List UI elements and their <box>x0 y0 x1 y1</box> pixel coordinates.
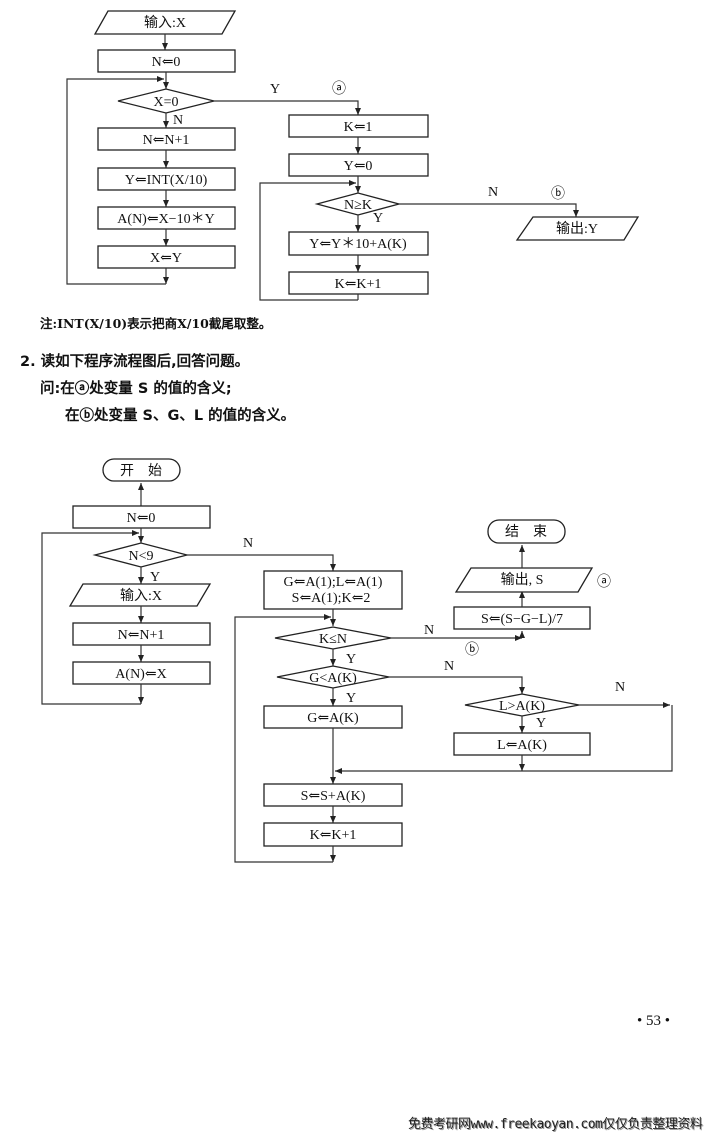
fc1-mark-b: ⓑ <box>551 186 565 202</box>
fc1-x0-yes: Y <box>270 82 280 97</box>
fc1-output-y-label: 输出:Y <box>556 221 598 237</box>
fc1-n-init-label: N⇐0 <box>152 55 181 70</box>
fc2-init-line1: G⇐A(1);L⇐A(1) <box>284 575 383 590</box>
fc2-kn-no: N <box>424 623 434 638</box>
fc2-init-block <box>263 570 403 610</box>
question-title: 2. 读如下程序流程图后,回答问题。 <box>20 354 250 370</box>
fc2-start-label: 开 始 <box>120 463 162 479</box>
fc2-s-add-label: S⇐S+A(K) <box>301 789 366 804</box>
fc1-y-init-label: Y⇐0 <box>344 159 373 174</box>
fc1-nk-yes: Y <box>373 211 383 226</box>
fc2-s-calc-label: S⇐(S−G−L)/7 <box>481 612 563 627</box>
fc1-mark-a: ⓐ <box>332 81 346 97</box>
fc1-loop-line <box>66 76 166 285</box>
fc1-yes-line <box>214 100 361 115</box>
fc2-mark-b: ⓑ <box>465 642 479 658</box>
fc1-y-calc-label: Y⇐Y＊10+A(K) <box>309 237 407 252</box>
fc2-main-loop-line <box>234 614 333 863</box>
fc1-cond-x0-label: X=0 <box>153 95 178 110</box>
fc2-output-s-label: 输出, S <box>501 572 544 588</box>
footer-watermark: 免费考研网www.freekaoyan.com仅仅负责整理资料 <box>408 1117 703 1132</box>
fc2-input-x-label: 输入:X <box>120 588 162 604</box>
fc2-n-inc-label: N⇐N+1 <box>118 628 165 643</box>
fc2-ga-yes: Y <box>346 691 356 706</box>
fc1-no-line <box>399 203 579 217</box>
fc2-output-s <box>454 567 594 593</box>
fc2-cond-la-label: L>A(K) <box>499 699 545 714</box>
fc2-ga-no-line <box>389 676 525 694</box>
fc1-k-init-label: K⇐1 <box>344 120 373 135</box>
fc1-n-inc-label: N⇐N+1 <box>143 133 190 148</box>
fc2-k-inc-label: K⇐K+1 <box>310 828 357 843</box>
fc2-l-set-label: L⇐A(K) <box>497 738 547 753</box>
fc2-merge-line <box>335 705 673 774</box>
fc2-no-line <box>187 554 336 571</box>
fc2-la-yes: Y <box>536 716 546 731</box>
flowchart-2: 开 始 N⇐0 N<9 Y N 输入:X N⇐N+1 A(N)⇐X G⇐A(1)… <box>41 458 673 863</box>
fc2-init-line2: S⇐A(1);K⇐2 <box>292 591 371 606</box>
question-part-b: 在ⓑ处变量 S、G、L 的值的含义。 <box>65 408 296 424</box>
fc1-y-int-label: Y⇐INT(X/10) <box>125 173 208 188</box>
fc2-n9-no: N <box>243 536 253 551</box>
fc2-mark-a: ⓐ <box>597 574 611 590</box>
fc2-n-init-label: N⇐0 <box>127 511 156 526</box>
fc2-end <box>487 519 566 544</box>
fc2-cond-n9-label: N<9 <box>128 549 153 564</box>
fc1-input-x-label: 输入:X <box>144 15 186 31</box>
fc2-start <box>102 458 181 482</box>
fc2-kn-yes: Y <box>346 652 356 667</box>
fc1-nk-no: N <box>488 185 498 200</box>
fc2-input-x <box>68 583 212 607</box>
fc2-cond-ga-label: G<A(K) <box>309 671 357 686</box>
fc2-n9-yes: Y <box>150 570 160 585</box>
fc1-x0-no: N <box>173 113 183 128</box>
page-number: • 53 • <box>637 1013 671 1029</box>
fc2-g-set-label: G⇐A(K) <box>307 711 359 726</box>
fc2-loop-line <box>41 530 141 705</box>
fc1-x-y-label: X⇐Y <box>150 251 182 266</box>
fc1-inner-loop-line <box>259 180 358 301</box>
fc1-input-x <box>93 10 237 35</box>
fc2-la-no: N <box>615 680 625 695</box>
fc1-a-n-label: A(N)⇐X−10＊Y <box>117 212 214 227</box>
fc1-output-y <box>515 216 640 241</box>
fc2-a-n-label: A(N)⇐X <box>115 667 166 682</box>
fc1-cond-nk-label: N≥K <box>344 198 372 213</box>
question-part-a: 问:在ⓐ处变量 S 的值的含义; <box>40 381 232 397</box>
fc2-end-label: 结 束 <box>505 524 547 540</box>
fc1-note: 注:INT(X/10)表示把商X/10截尾取整。 <box>40 316 272 331</box>
fc2-ga-no: N <box>444 659 454 674</box>
flowchart-1: 输入:X N⇐0 X=0 N Y ⓐ N⇐N+1 Y⇐INT(X/10) A(N… <box>66 10 640 301</box>
fc2-cond-kn-label: K≤N <box>319 632 347 647</box>
fc1-k-inc-label: K⇐K+1 <box>335 277 382 292</box>
